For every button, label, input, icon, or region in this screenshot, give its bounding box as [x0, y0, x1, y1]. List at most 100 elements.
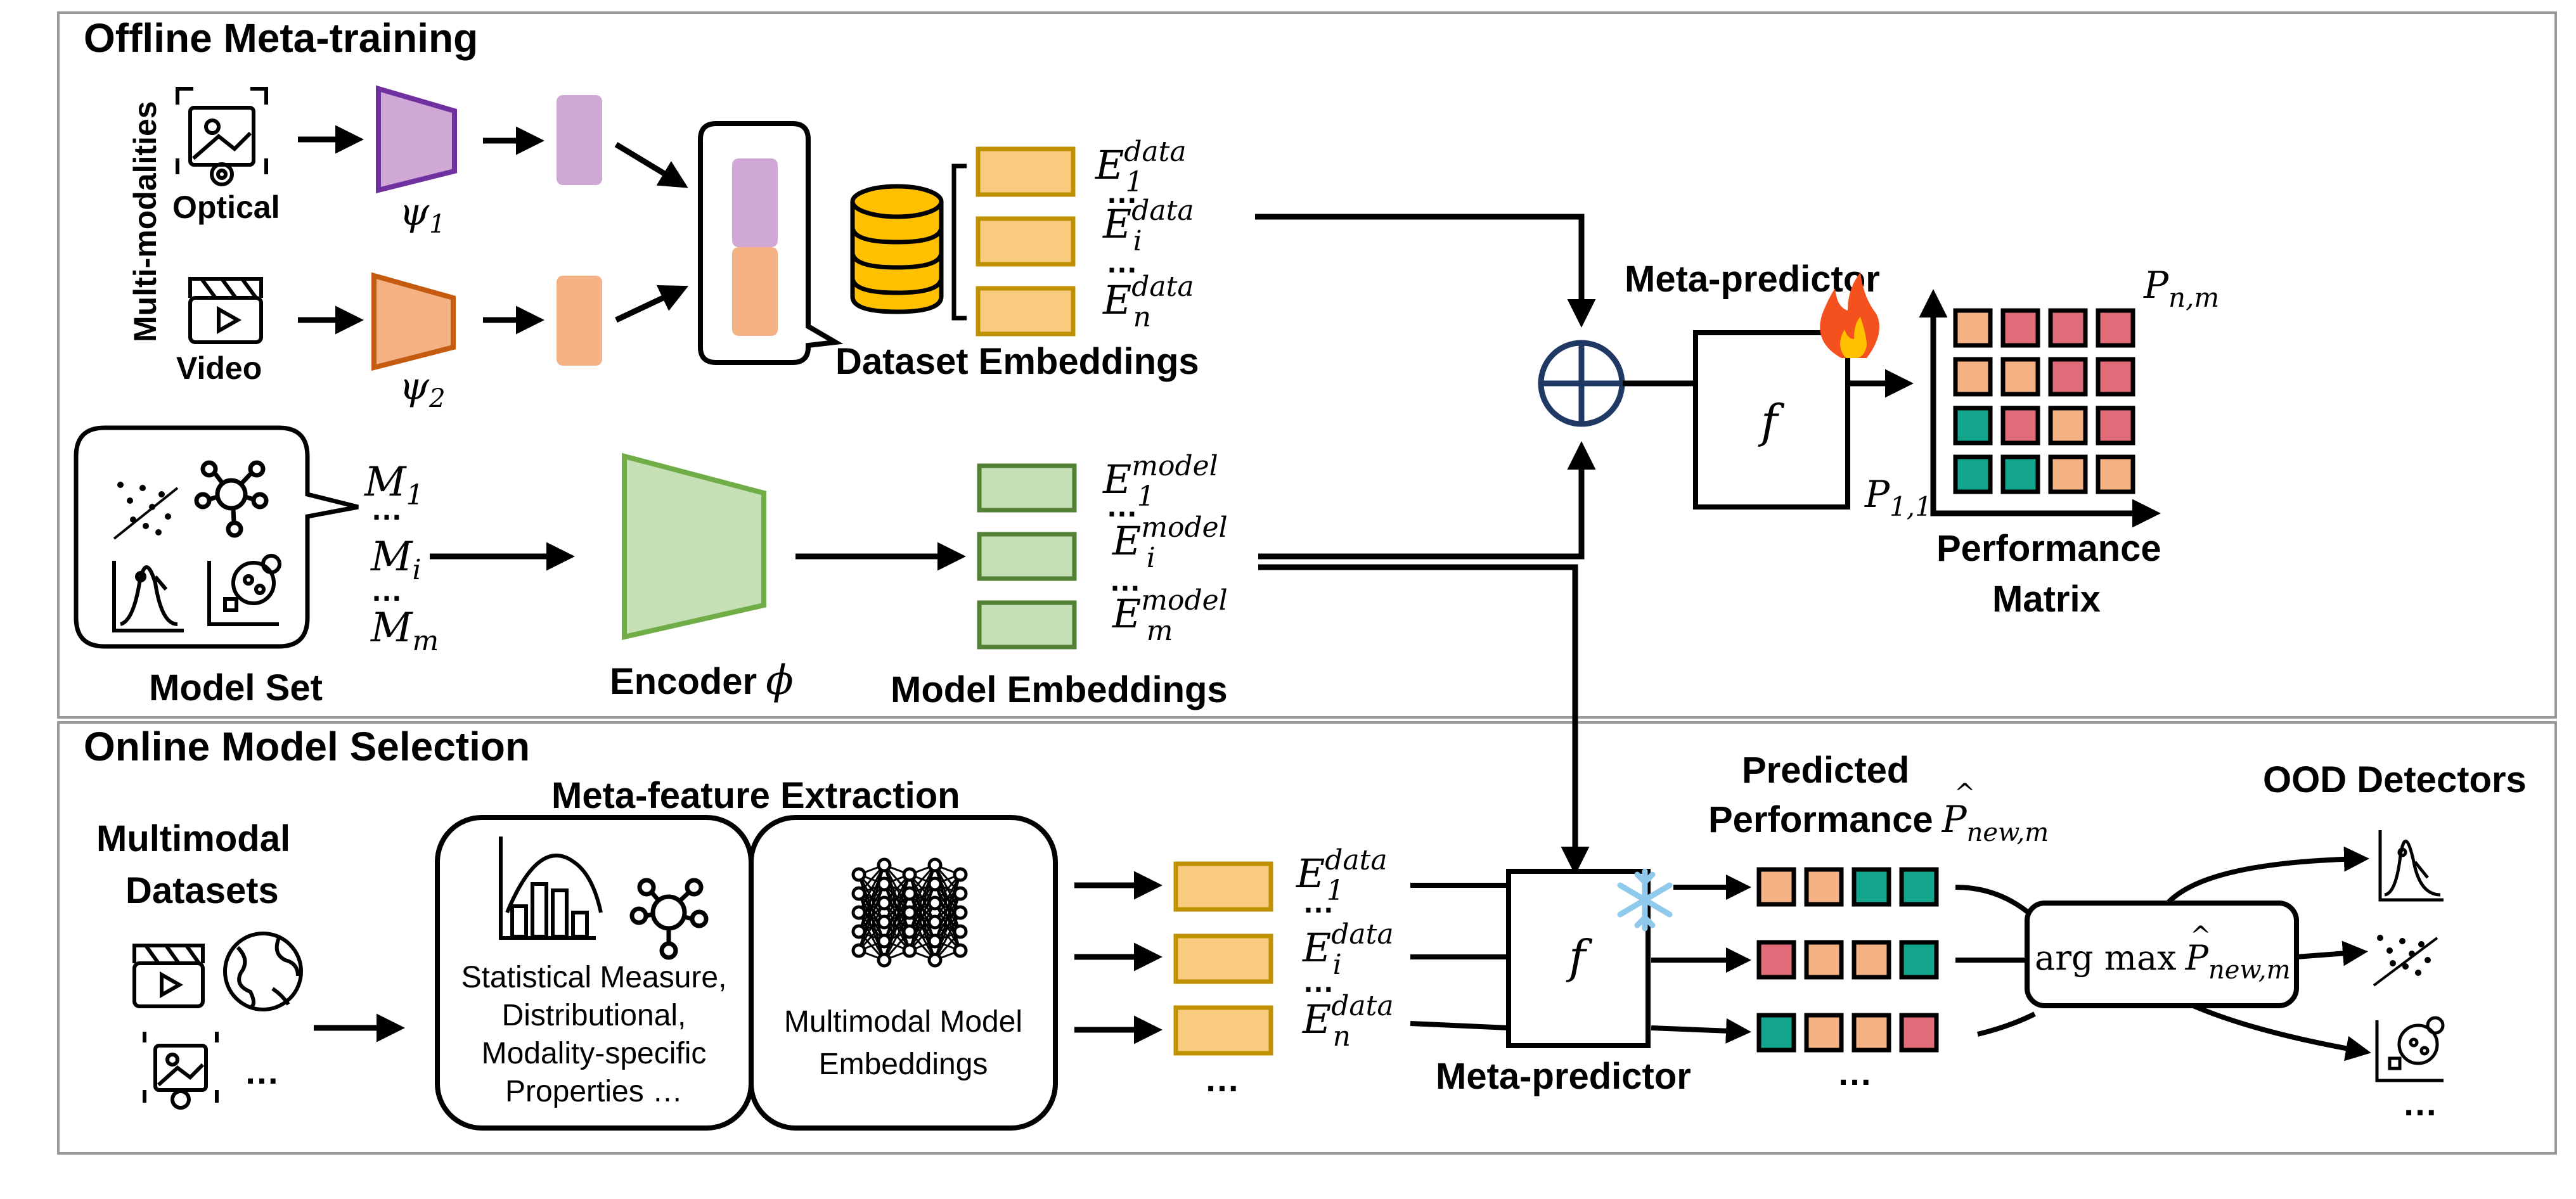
predicted-cell-0-3 — [1899, 867, 1939, 907]
matrix-cell-0-3 — [2096, 308, 2135, 348]
meta-predictor-offline-box — [1693, 330, 1850, 510]
arrow-argmax-to-ood-2 — [2296, 940, 2368, 966]
stat-text-2: Distributional, — [502, 999, 686, 1032]
curve-predn-to-argmax — [1977, 1011, 2036, 1037]
nn-node — [877, 952, 892, 968]
nn-node — [927, 895, 943, 911]
nn-node — [927, 914, 943, 930]
fire-icon — [1820, 272, 1879, 358]
nn-node — [927, 933, 943, 949]
matrix-cell-3-2 — [2048, 454, 2088, 494]
histogram-chart-icon — [499, 837, 603, 940]
scatter-icon — [113, 482, 179, 540]
predicted-cell-1-3 — [1899, 940, 1939, 980]
model-embedding-i — [977, 532, 1077, 581]
p-11-label: P1,1 — [1864, 473, 1932, 522]
matrix-cell-2-1 — [2000, 406, 2040, 446]
predicted-cell-0-0 — [1756, 867, 1796, 907]
ood-detectors-label: OOD Detectors — [2263, 759, 2527, 800]
meta-predictor-offline-label: Meta-predictor — [1625, 259, 1880, 300]
nn-edge — [934, 874, 962, 923]
matrix-cell-1-3 — [2096, 357, 2135, 397]
curve-pred1-to-argmax — [1955, 885, 2030, 915]
dataset-embedding-i — [976, 216, 1076, 267]
psi2-label: ψ2 — [399, 364, 446, 413]
nn-edge — [934, 912, 962, 961]
concat-video-part — [732, 247, 778, 336]
modalities-label: Multi-modalities — [127, 101, 163, 342]
video-feature — [557, 276, 602, 366]
optical-image-icon — [176, 87, 268, 186]
arrow-feat2-to-concat — [615, 285, 689, 323]
arrow-f-to-pred-n — [1651, 1018, 1751, 1044]
arrow-model-emb-to-online — [1258, 564, 1590, 875]
nn-node — [902, 886, 917, 901]
nn-edge — [858, 864, 886, 913]
predicted-cell-1-1 — [1804, 940, 1844, 980]
online-e-data-dots-1: … — [1303, 884, 1334, 920]
mm-embed-text-1: Multimodal Model — [784, 1005, 1022, 1039]
nn-node — [851, 943, 866, 958]
stat-text-1: Statistical Measure, — [461, 961, 727, 994]
optical-label: Optical — [172, 189, 280, 225]
matrix-cell-0-0 — [1953, 308, 1993, 348]
e-model-dots-2: … — [1109, 562, 1141, 598]
nn-node — [851, 867, 866, 882]
matrix-cell-3-0 — [1953, 454, 1993, 494]
psi1-encoder — [376, 85, 457, 194]
multimodal-embedding-box — [749, 815, 1058, 1131]
meta-predictor-online-box — [1506, 869, 1651, 1048]
dataset-embedding-1 — [976, 146, 1076, 197]
distribution-chart-icon — [112, 561, 184, 632]
optical-feature — [557, 95, 602, 185]
nn-node — [851, 905, 866, 920]
nn-edge — [858, 902, 886, 951]
ood-distribution-icon — [2378, 830, 2444, 902]
matrix-cell-2-2 — [2048, 406, 2088, 446]
nn-node — [953, 886, 968, 901]
encoder-phi — [622, 452, 766, 641]
datasets-more-dots: … — [244, 1051, 280, 1091]
multimodal-datasets-label-2: Datasets — [126, 870, 279, 911]
video-clapper-icon-online — [132, 944, 205, 1008]
nn-edge — [883, 893, 911, 961]
globe-icon — [223, 932, 303, 1011]
predicted-cell-0-1 — [1804, 867, 1844, 907]
ood-more-dots: … — [2402, 1083, 2438, 1123]
offline-panel — [57, 11, 2557, 719]
model-embedding-m — [977, 600, 1077, 650]
mm-label: Mm — [370, 605, 439, 657]
predicted-matrix — [1756, 867, 1939, 1053]
performance-matrix-label-2: Matrix — [1992, 579, 2101, 620]
p-hat-accent-2: ^ — [2190, 921, 2212, 951]
model-set-label: Model Set — [149, 667, 323, 708]
p-hat-accent-1: ^ — [1954, 779, 1976, 808]
e-model-dots-1: … — [1106, 488, 1138, 523]
m1-label: M1 — [364, 459, 424, 511]
concat-plus-icon — [1538, 340, 1625, 427]
predicted-cell-2-1 — [1804, 1013, 1844, 1053]
online-e-data-dots-2: … — [1303, 963, 1334, 999]
nn-node — [851, 924, 866, 939]
nn-node — [877, 933, 892, 949]
concat-optical-part — [732, 158, 778, 247]
stat-text-4: Properties … — [505, 1075, 683, 1108]
cluster-chart-icon — [207, 554, 281, 626]
model-set-callout — [74, 425, 359, 649]
dataset-bracket — [951, 164, 967, 321]
predicted-cell-2-0 — [1756, 1013, 1796, 1053]
video-clapper-icon — [188, 277, 263, 344]
network-node-icon — [194, 460, 269, 538]
snowflake-icon — [1617, 868, 1673, 932]
nn-node — [953, 943, 968, 958]
model-embedding-1 — [977, 463, 1077, 513]
